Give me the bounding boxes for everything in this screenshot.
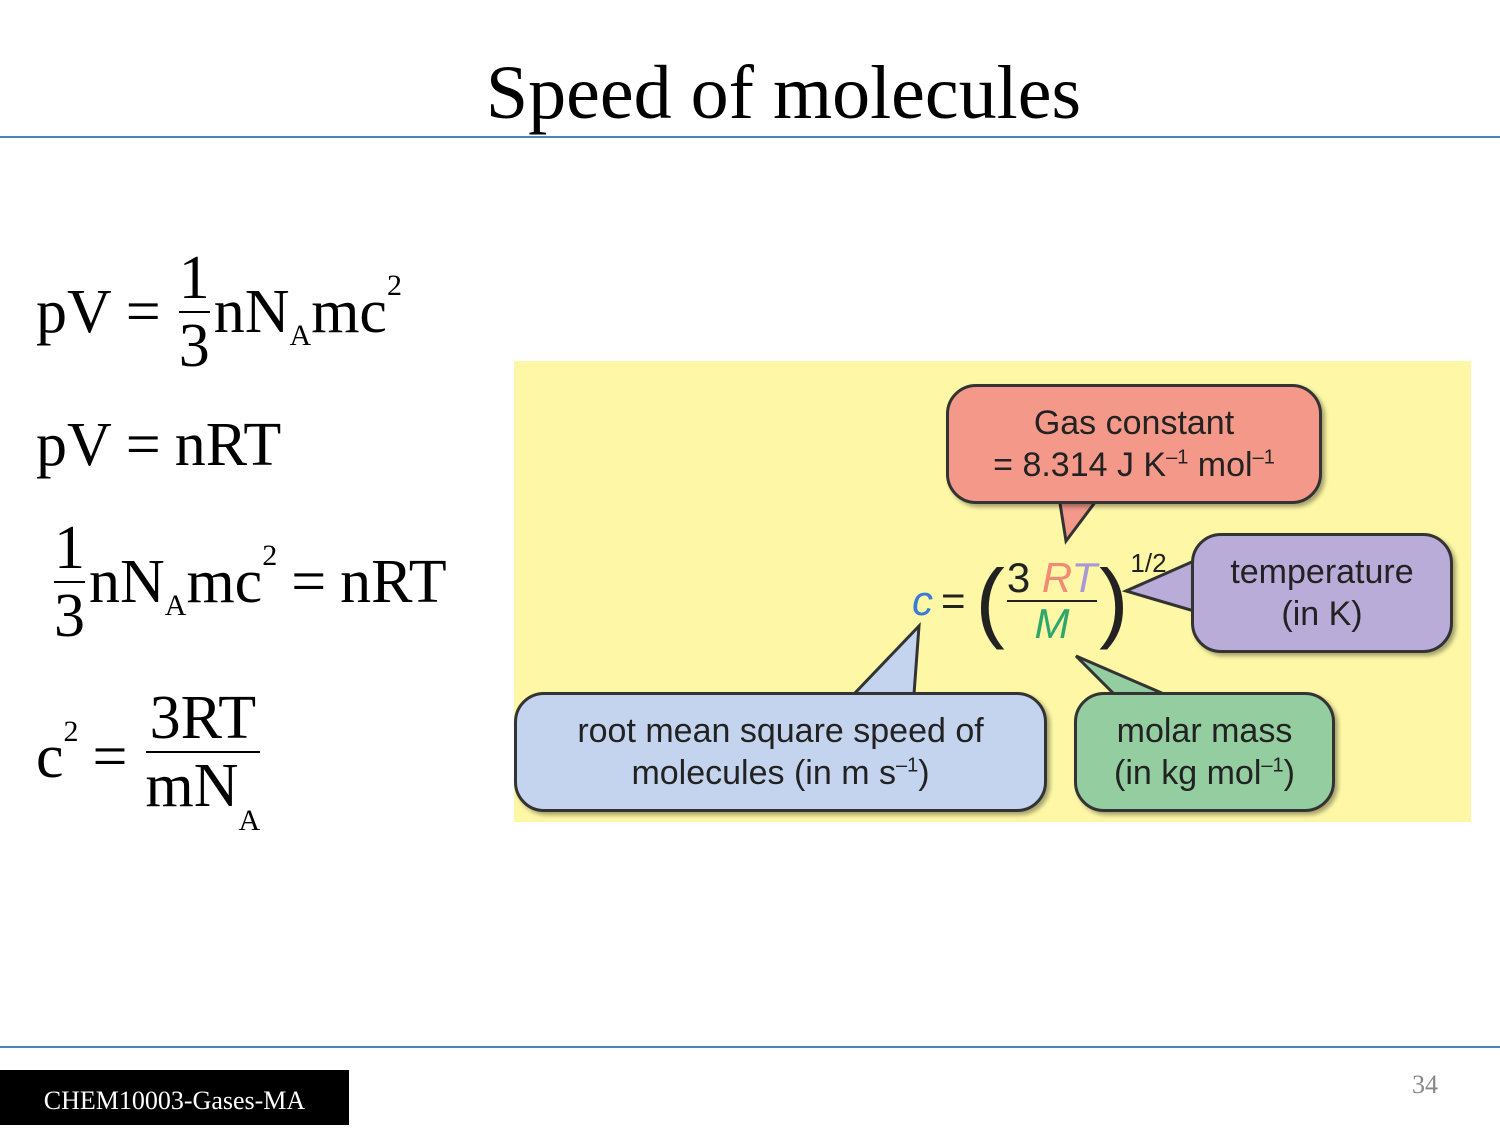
rms-close-paren: ) xyxy=(918,754,930,792)
eq4-numerator: 3RT xyxy=(149,684,257,752)
equation-ideal-gas: pV = nRT xyxy=(36,410,281,481)
gas-constant-exp2: –1 xyxy=(1252,446,1275,469)
eq2-lhs: pV xyxy=(36,411,112,479)
rms-speed-figure: Gas constant = 8.314 J K–1 mol–1 tempera… xyxy=(514,361,1471,822)
rms-speed-callout: root mean square speed of molecules (in … xyxy=(514,692,1047,812)
eq1-term: nN xyxy=(213,277,290,346)
formula-fraction-bar xyxy=(1006,600,1098,602)
formula-R: R xyxy=(1041,554,1072,601)
eq4-superscript: 2 xyxy=(63,714,79,748)
eq3-superscript: 2 xyxy=(262,539,278,572)
eq1-numerator: 1 xyxy=(178,244,210,312)
gas-constant-value: = 8.314 J K xyxy=(993,446,1167,484)
title-divider xyxy=(0,136,1500,138)
eq1-denominator: 3 xyxy=(178,312,210,380)
molar-line1: molar mass xyxy=(1116,712,1293,750)
gas-constant-callout: Gas constant = 8.314 J K–1 mol–1 xyxy=(946,384,1322,504)
footer-divider xyxy=(0,1046,1500,1048)
temperature-line2: (in K) xyxy=(1281,595,1363,633)
molar-close-paren: ) xyxy=(1283,754,1295,792)
formula-exponent: 1/2 xyxy=(1130,547,1167,578)
gas-constant-exp1: –1 xyxy=(1166,446,1189,469)
eq1-equals: = xyxy=(125,277,161,346)
rms-pointer xyxy=(850,621,921,696)
eq3-fraction-bar xyxy=(54,581,85,583)
formula-fraction: 3 RT M xyxy=(1006,556,1098,647)
molar-line2-text: (in kg mol xyxy=(1114,754,1262,792)
eq2-equals: = xyxy=(125,411,161,479)
eq4-lhs: c xyxy=(36,723,64,791)
eq4-denominator: mNA xyxy=(145,752,261,837)
eq4-den-term: mN xyxy=(145,752,239,820)
eq4-fraction: 3RT mNA xyxy=(145,684,261,837)
formula-M: M xyxy=(1034,600,1070,647)
rms-speed-formula: c = ( 3 RT M ) 1/2 xyxy=(912,547,1167,651)
eq3-term2: mc xyxy=(186,547,263,616)
formula-right-paren: ) xyxy=(1099,551,1129,650)
rms-exp: –1 xyxy=(895,754,919,777)
eq3-rhs: nRT xyxy=(340,547,447,616)
gas-constant-line1: Gas constant xyxy=(1033,404,1235,442)
formula-numerator: 3 RT xyxy=(1007,556,1097,600)
rms-line2: molecules (in m s–1) xyxy=(517,752,1044,794)
molar-mass-callout: molar mass (in kg mol–1) xyxy=(1074,692,1335,812)
eq2-rhs: nRT xyxy=(174,411,282,479)
temperature-callout: temperature (in K) xyxy=(1191,533,1453,653)
temperature-line1: temperature xyxy=(1230,553,1414,591)
eq3-term: nN xyxy=(89,547,165,616)
eq3-equals: = xyxy=(291,547,327,616)
eq1-fraction: 1 3 xyxy=(178,244,210,380)
eq1-superscript: 2 xyxy=(386,269,402,302)
formula-three: 3 xyxy=(1006,554,1031,601)
formula-equals: = xyxy=(941,577,966,624)
eq1-term2: mc xyxy=(311,277,387,346)
eq3-numerator: 1 xyxy=(54,514,85,582)
slide-title: Speed of molecules xyxy=(485,51,1082,135)
eq3-subscript: A xyxy=(164,589,187,622)
formula-c: c xyxy=(912,577,933,624)
molar-exp: –1 xyxy=(1261,754,1284,777)
formula-T: T xyxy=(1071,554,1098,601)
gas-constant-line2: = 8.314 J K–1 mol–1 xyxy=(949,444,1319,486)
eq1-fraction-bar xyxy=(178,311,210,313)
eq4-fraction-bar xyxy=(145,751,261,753)
eq4-equals: = xyxy=(92,723,128,791)
eq1-subscript: A xyxy=(289,319,312,352)
rms-line2-text: molecules (in m s xyxy=(631,754,896,792)
eq3-denominator: 3 xyxy=(54,582,85,650)
formula-left-paren: ( xyxy=(975,551,1005,650)
eq1-lhs: pV xyxy=(36,277,112,346)
eq3-fraction: 1 3 xyxy=(54,515,85,649)
page-number: 34 xyxy=(1412,1070,1438,1099)
footer-course-label: CHEM10003-Gases-MA xyxy=(0,1070,349,1125)
molar-mass-pointer xyxy=(1074,654,1165,696)
gas-constant-unit: mol xyxy=(1188,446,1253,484)
molar-line2: (in kg mol–1) xyxy=(1077,752,1332,794)
rms-line1: root mean square speed of xyxy=(577,712,984,750)
eq4-subscript: A xyxy=(238,804,261,837)
